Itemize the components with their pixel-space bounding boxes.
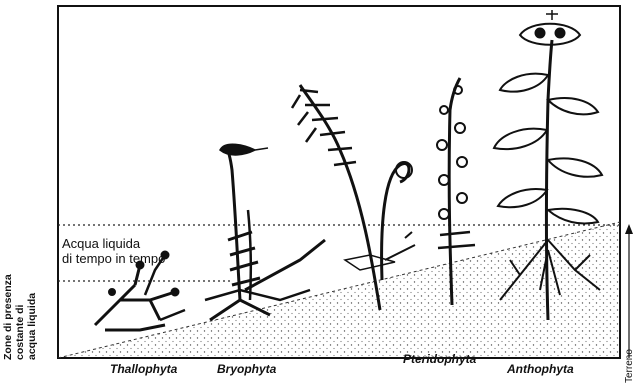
left-zone-line-2: costante di — [14, 274, 26, 360]
terrain-arrow-head — [625, 224, 633, 234]
terrain-label-text: Terreno — [624, 349, 635, 383]
intermittent-water-line-2: di tempo in tempo — [62, 251, 165, 266]
intermittent-water-line-1: Acqua liquida — [62, 236, 165, 251]
left-zone-line-1: Zone di presenza — [2, 274, 14, 360]
taxon-pteridophyta: Pteridophyta — [403, 352, 476, 366]
taxon-bryophyta: Bryophyta — [217, 362, 276, 376]
taxon-thallophyta: Thallophyta — [110, 362, 177, 376]
taxon-anthophyta: Anthophyta — [507, 362, 574, 376]
left-zone-line-3: acqua liquida — [26, 274, 38, 360]
intermittent-water-label: Acqua liquida di tempo in tempo — [62, 236, 165, 266]
left-zone-label: Zone di presenza costante di acqua liqui… — [0, 0, 56, 385]
terrain-label: Terreno — [624, 349, 635, 383]
